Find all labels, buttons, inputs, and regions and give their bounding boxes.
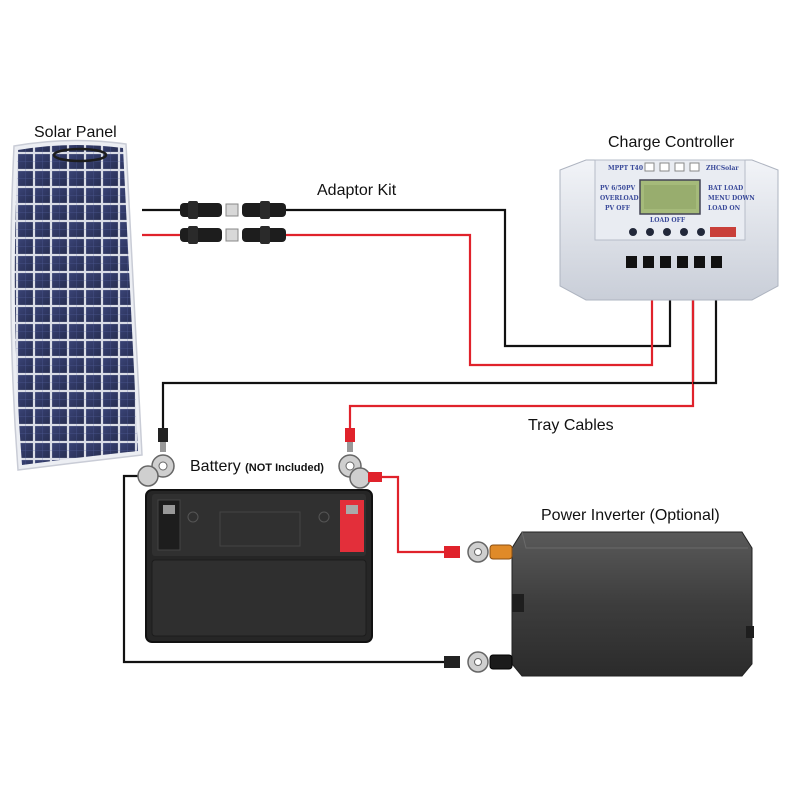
label-tray-cables: Tray Cables — [528, 417, 614, 434]
adaptor-red-wire — [286, 233, 654, 367]
controller-loadoff-text: LOAD OFF — [650, 217, 686, 224]
inverter-black-wire — [122, 474, 444, 664]
controller-loadon-text: LOAD ON — [708, 205, 741, 212]
label-battery: Battery (NOT Included) — [190, 458, 324, 476]
controller-black-out — [693, 300, 718, 385]
adaptor-black-wire — [286, 208, 672, 348]
inverter-red-wire — [381, 475, 444, 554]
battery-label-text: Battery — [190, 458, 241, 475]
controller-brand-text: ZHCSolar — [706, 165, 739, 172]
controller-overload-text: OVERLOAD — [600, 195, 639, 202]
power-inverter — [489, 531, 754, 677]
controller-menu-text: MENU DOWN — [708, 195, 755, 202]
adaptor-kit — [180, 201, 286, 244]
battery — [145, 489, 373, 643]
label-charge-controller: Charge Controller — [608, 134, 735, 151]
controller-model-text: MPPT T40 — [608, 165, 643, 172]
wires — [122, 208, 718, 664]
controller-pv-text: PV 6/50PV — [600, 185, 635, 192]
charge-controller: MPPT T40 ZHCSolar PV 6/50PV OVERLOAD PV … — [559, 159, 779, 301]
label-power-inverter: Power Inverter (Optional) — [541, 507, 720, 524]
battery-red-tray-wire — [348, 300, 695, 428]
controller-pvoff-text: PV OFF — [605, 205, 631, 212]
label-adaptor-kit: Adaptor Kit — [317, 182, 397, 199]
label-solar-panel: Solar Panel — [34, 124, 117, 141]
controller-batlow-text: BAT LOAD — [708, 185, 743, 192]
ring-terminals — [137, 428, 489, 673]
battery-note: (NOT Included) — [245, 462, 324, 474]
solar-panel — [10, 139, 143, 471]
